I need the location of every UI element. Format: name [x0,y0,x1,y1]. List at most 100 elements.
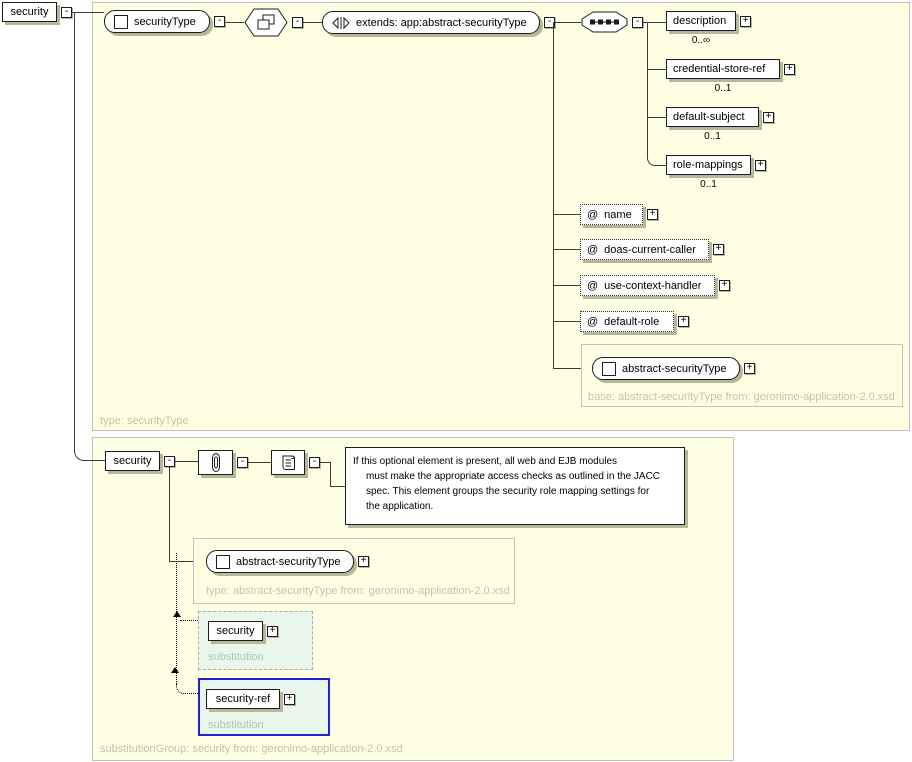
documentation-box: If this optional element is present, all… [345,447,685,525]
occurrence-label: 0..1 [704,131,721,142]
derivation-node[interactable]: - [244,8,303,37]
connector-line [74,450,105,461]
substitution-element-security-ref[interactable]: security-ref + [206,689,295,709]
substitution-arrow-icon [171,667,179,673]
type-node-securitytype[interactable]: securityType - [104,10,225,33]
base-type-lozenge[interactable]: abstract-securityType [592,357,740,380]
base-type-caption: base: abstract-securityType from: geroni… [588,391,895,403]
extends-label: extends: app:abstract-securityType [356,16,527,29]
extends-icon [332,16,350,29]
connector-line [553,368,581,369]
type-lozenge-securitytype[interactable]: securityType [104,10,210,33]
collapse-button[interactable]: - [309,457,320,468]
collapse-button[interactable]: - [214,16,225,27]
substitution-element-security-box[interactable]: security [208,621,263,641]
expand-button[interactable]: + [744,363,755,374]
global-element-label: security [10,6,49,18]
attribute-use-context-handler[interactable]: @ use-context-handler + [580,275,730,296]
type-lozenge-abstract-securitytype[interactable]: abstract-securityType [206,550,354,573]
global-element-security[interactable]: security - [2,2,72,22]
expand-button[interactable]: + [358,556,369,567]
type-panel-caption: type: abstract-securityType from: geroni… [206,585,510,597]
connector-line [72,12,104,13]
expand-button[interactable]: + [267,625,278,637]
element-label: security [216,625,255,637]
attribute-icon: @ [587,243,599,256]
documentation-line: must make the appropriate access checks … [366,471,661,482]
element-label: security [113,455,152,467]
connector-line [553,22,554,368]
expand-button[interactable]: + [713,244,724,255]
element-default-subject[interactable]: default-subject + [666,107,774,127]
connector-line [330,462,331,486]
local-element-security[interactable]: security - [105,451,175,471]
expand-button[interactable]: + [719,280,730,291]
documentation-node[interactable]: - [271,450,320,475]
element-role-mappings[interactable]: role-mappings + [666,155,766,175]
documentation-line: the application. [366,501,434,512]
expand-button[interactable]: + [784,63,795,75]
element-label: role-mappings [673,159,743,171]
element-description-box[interactable]: description [666,11,736,31]
substitution-element-security-ref-box[interactable]: security-ref [206,689,280,709]
extends-lozenge[interactable]: extends: app:abstract-securityType [322,11,540,34]
connector-line [248,462,271,463]
occurrence-label: 0..1 [714,83,732,94]
collapse-button[interactable]: - [544,17,555,28]
attribute-name-box[interactable]: @ name [580,204,643,225]
expand-button[interactable]: + [755,159,766,171]
connector-line [553,249,580,250]
attribute-label: doas-current-caller [604,243,696,256]
collapse-button[interactable]: - [292,17,303,28]
attribute-icon: @ [587,279,599,292]
local-element-security-box[interactable]: security [105,451,160,471]
expand-button[interactable]: + [284,693,295,705]
sequence-compositor[interactable]: - [581,11,643,33]
element-label: default-subject [673,111,745,123]
annotation-node[interactable]: - [198,450,248,475]
element-description[interactable]: description + [666,11,751,31]
connector-line [643,22,666,23]
element-credential-store-ref-box[interactable]: credential-store-ref [666,59,780,79]
connector-line [553,214,580,215]
attribute-label: use-context-handler [604,279,702,292]
attribute-name[interactable]: @ name + [580,204,658,225]
paperclip-icon [208,452,224,473]
expand-button[interactable]: + [647,209,658,220]
annotation-box[interactable] [198,450,233,475]
element-credential-store-ref[interactable]: credential-store-ref + [666,59,795,79]
connector-line [555,22,581,23]
type-node-abstract-securitytype[interactable]: abstract-securityType + [206,550,369,573]
attribute-use-context-handler-box[interactable]: @ use-context-handler [580,275,715,296]
substitution-line [176,553,177,684]
connector-line [303,22,322,23]
element-role-mappings-box[interactable]: role-mappings [666,155,751,175]
base-type-node[interactable]: abstract-securityType + [592,357,755,380]
attribute-label: name [604,208,632,221]
connector-line [553,321,580,322]
connector-line [320,462,331,463]
expand-button[interactable]: + [678,316,689,327]
extends-node[interactable]: extends: app:abstract-securityType - [322,11,555,34]
expand-button[interactable]: + [763,111,774,123]
collapse-button[interactable]: - [164,455,175,467]
substitution-element-security[interactable]: security + [208,621,278,641]
base-type-panel [581,344,903,407]
connector-line [225,22,244,23]
collapse-button[interactable]: - [61,6,72,18]
connector-line [553,285,580,286]
global-element-security-box[interactable]: security [2,2,57,22]
expand-button[interactable]: + [740,15,751,27]
attribute-label: default-role [604,315,660,328]
attribute-doas-current-caller[interactable]: @ doas-current-caller + [580,239,724,260]
attribute-default-role-box[interactable]: @ default-role [580,311,674,332]
collapse-button[interactable]: - [632,16,643,28]
substitution-line [176,684,198,694]
attribute-default-role[interactable]: @ default-role + [580,311,689,332]
substitution-arrow-icon [173,611,181,617]
substitution-caption: substitution [208,719,264,731]
documentation-icon-box[interactable] [271,450,305,475]
attribute-doas-current-caller-box[interactable]: @ doas-current-caller [580,239,709,260]
element-default-subject-box[interactable]: default-subject [666,107,759,127]
collapse-button[interactable]: - [237,457,248,468]
